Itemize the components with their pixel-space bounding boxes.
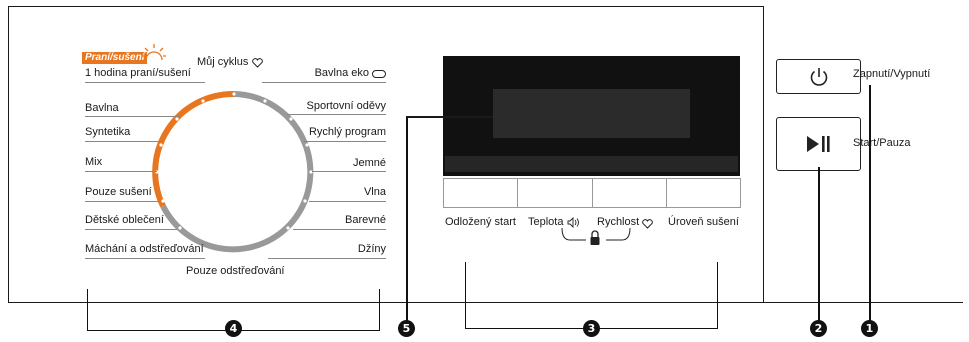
speaker-icon [567,217,579,228]
delay-start-label: Odložený start [445,216,516,228]
temperature-label: Teplota [528,216,564,228]
lock-icon [590,230,600,245]
leader-line [304,141,386,142]
dry-level-button[interactable] [665,178,741,208]
leader-line [85,141,163,142]
spin-speed-button[interactable] [591,178,667,208]
callout-badge-3: 3 [583,320,600,337]
program-1h-wash-dry[interactable]: 1 hodina praní/sušení [85,67,191,79]
power-label: Zapnutí/Vypnutí [853,68,931,80]
spin-speed-label: Rychlost [597,216,640,228]
program-muj-cyklus[interactable]: Můj cyklus [197,56,249,68]
panel-left-border [8,6,763,7]
callout-badge-4: 4 [225,320,242,337]
dry-level-label: Úroveň sušení [668,216,739,228]
program-detske-obleceni[interactable]: Dětské oblečení [85,214,164,226]
program-sportovni-odevy[interactable]: Sportovní oděvy [306,100,387,112]
heart-icon [252,58,263,68]
callout-line-5 [406,116,408,323]
leader-line [85,82,205,83]
program-pouze-suseni[interactable]: Pouze sušení [85,186,152,198]
eco-icon [372,70,386,78]
child-lock-bracket [561,228,631,241]
leader-line [287,114,386,115]
leader-line [293,229,386,230]
power-icon [810,67,827,86]
panel-top-border [8,6,9,302]
function-button-row [443,178,741,208]
callout-badge-5: 5 [398,320,415,337]
program-machani-odstredovani[interactable]: Máchání a odstřeďování [85,243,204,255]
start-pause-label: Start/Pauza [853,137,911,149]
program-vlna[interactable]: Vlna [363,186,386,198]
program-pouze-odstredovani[interactable]: Pouze odstřeďování [186,265,285,277]
program-bavlna-eko[interactable]: Bavlna eko [314,67,369,79]
program-syntetika[interactable]: Syntetika [85,126,131,138]
program-mix[interactable]: Mix [85,156,103,168]
leader-line [309,201,386,202]
delay-start-button[interactable] [443,178,519,208]
leader-line [262,82,386,83]
leader-line [312,171,386,172]
heart-icon [642,219,653,229]
panel-divider [763,6,764,302]
start-pause-button[interactable] [776,117,861,171]
program-jemne[interactable]: Jemné [352,157,386,169]
sun-icon [142,44,166,61]
leader-line [85,116,180,117]
program-dziny[interactable]: Džíny [357,243,386,255]
leader-line [85,171,157,172]
program-group-label: Praní/sušení [82,52,148,64]
panel-bottom-border [8,302,963,303]
leader-line [85,201,160,202]
program-rychly-program[interactable]: Rychlý program [308,126,386,138]
power-button[interactable] [776,59,861,94]
leader-line [85,258,205,259]
callout-bracket-3 [465,262,718,329]
leader-line [268,258,386,259]
leader-line [85,229,177,230]
callout-line-1 [869,85,871,323]
display-strip [445,156,738,172]
callout-line-2 [818,167,820,323]
display-screen [493,89,690,138]
play-pause-icon [806,136,830,152]
temperature-button[interactable] [517,178,593,208]
program-barevne[interactable]: Barevné [345,214,386,226]
callout-line-5-h [406,116,493,118]
callout-badge-1: 1 [861,320,878,337]
callout-badge-2: 2 [810,320,827,337]
program-bavlna[interactable]: Bavlna [85,102,119,114]
